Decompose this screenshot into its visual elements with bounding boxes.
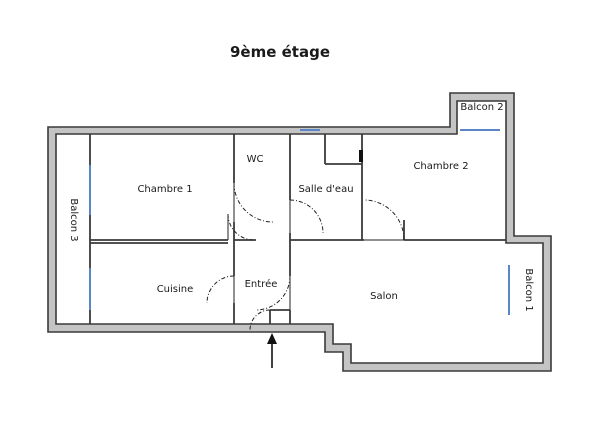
room-label-salon: Salon	[370, 291, 398, 302]
room-label-cuisine: Cuisine	[157, 284, 194, 295]
entrance-arrow-icon	[267, 333, 277, 368]
room-label-balcon-3: Balcon 3	[68, 198, 79, 241]
room-label-wc: WC	[247, 154, 264, 165]
room-label-balcon-2: Balcon 2	[460, 102, 503, 113]
doors	[206, 182, 405, 331]
room-label-chambre-1: Chambre 1	[137, 184, 192, 195]
outer-wall	[47, 92, 552, 372]
room-label-balcon-1: Balcon 1	[523, 268, 534, 311]
windows	[89, 129, 510, 315]
floor-title: 9ème étage	[230, 43, 330, 61]
room-label-salle-deau: Salle d'eau	[298, 184, 353, 195]
room-label-entree: Entrée	[245, 278, 278, 290]
room-label-chambre-2: Chambre 2	[413, 161, 468, 172]
